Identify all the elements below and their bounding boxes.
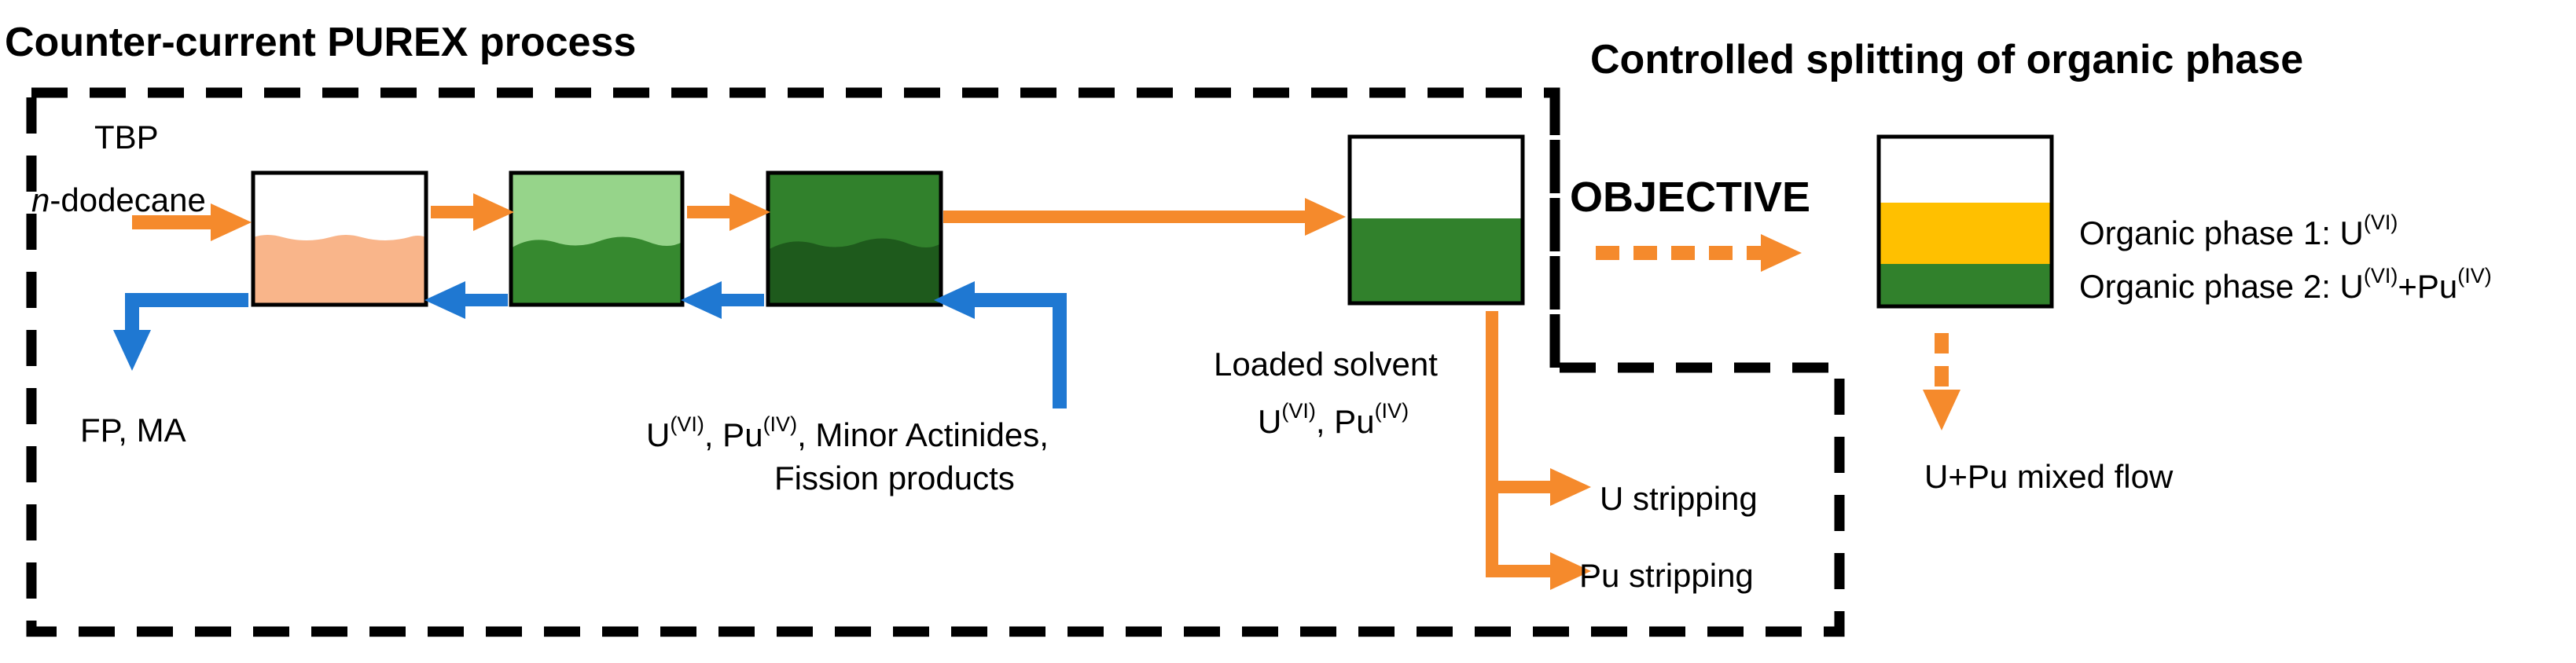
- phase-2-pu-oxidation: (IV): [2457, 264, 2492, 288]
- dodecane-text: -dodecane: [50, 181, 206, 218]
- extraction-stage-1: [251, 170, 428, 307]
- feed-pu-oxidation: (IV): [763, 412, 798, 436]
- phase-2-u-oxidation: (VI): [2363, 264, 2398, 288]
- feed-pu: , Pu: [704, 416, 763, 453]
- u-stripping-label: U stripping: [1600, 480, 1758, 517]
- extraction-stage-3: [766, 170, 943, 307]
- phase-2-text: Organic phase 2: U: [2079, 268, 2364, 305]
- phase-1-u-oxidation: (VI): [2363, 211, 2398, 234]
- stripping-split-arrows: [1486, 311, 1591, 590]
- mixed-flow-label: U+Pu mixed flow: [1924, 458, 2174, 495]
- loaded-solvent-composition: U(VI), Pu(IV): [1258, 401, 1409, 438]
- splitting-title: Controlled splitting of organic phase: [1590, 37, 2304, 82]
- organic-phase-1-label: Organic phase 1: U(VI): [2079, 212, 2398, 250]
- loaded-solvent-label: Loaded solvent: [1214, 346, 1438, 383]
- phase-1-text: Organic phase 1: U: [2079, 214, 2364, 251]
- raffinate-label: FP, MA: [80, 412, 186, 449]
- feed-label-line1: U(VI), Pu(IV), Minor Actinides,: [646, 414, 1049, 452]
- feed-u-oxidation: (VI): [670, 412, 704, 436]
- feed-label-line2: Fission products: [774, 460, 1015, 496]
- loaded-u-oxidation: (VI): [1281, 399, 1316, 423]
- feed-u: U: [646, 416, 671, 453]
- loaded-solvent-vessel: [1347, 134, 1525, 306]
- feed-inlet-arrow: [934, 281, 1067, 408]
- purex-title: Counter-current PUREX process: [5, 20, 637, 65]
- stage-1-phase-fill: [253, 235, 426, 305]
- raffinate-outlet-arrow: [113, 293, 248, 371]
- loaded-pu-oxidation: (IV): [1374, 399, 1409, 423]
- objective-label: OBJECTIVE: [1570, 174, 1811, 221]
- n-prefix: n: [31, 181, 50, 218]
- loaded-pu: , Pu: [1315, 403, 1375, 440]
- feed-rest: , Minor Actinides,: [797, 416, 1049, 453]
- loaded-u: U: [1258, 403, 1282, 440]
- solvent-label-dodecane: n-dodecane: [31, 184, 206, 217]
- split-organic-vessel: [1876, 134, 2054, 309]
- phase-2-pu: +Pu: [2398, 268, 2458, 305]
- purex-process-frame: [26, 87, 1845, 637]
- pu-stripping-label: Pu stripping: [1579, 557, 1754, 594]
- organic-phase-2-label: Organic phase 2: U(VI)+Pu(IV): [2079, 266, 2492, 303]
- stage-2-dark-phase: [511, 236, 682, 305]
- stage-3-dark-phase: [768, 238, 941, 305]
- solvent-label-tbp: TBP: [94, 119, 159, 156]
- extraction-stage-2: [509, 170, 685, 307]
